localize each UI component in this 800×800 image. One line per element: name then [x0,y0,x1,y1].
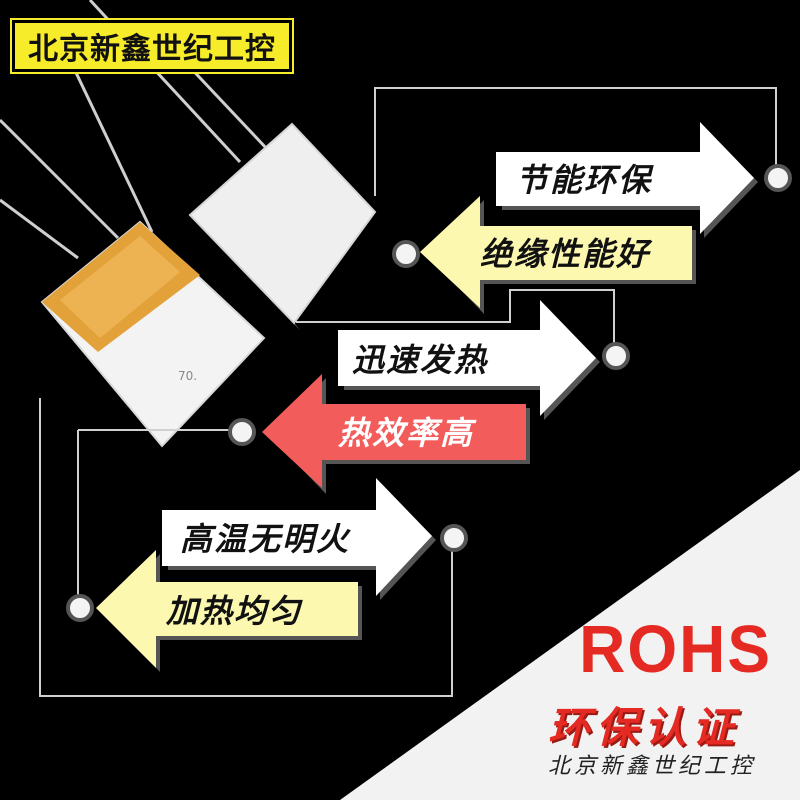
arrow-energy-saving: 节能环保 [496,122,760,238]
feature-fast-heating: 迅速发热 [352,341,489,379]
certification-company: 北京新鑫世纪工控 [548,754,757,779]
certification-label: 环保认证 [548,703,741,752]
connector-dot-even [66,594,94,622]
connector-top [374,87,777,196]
arrow-no-open-flame: 高温无明火 [162,478,436,600]
feature-no-open-flame: 高温无明火 [180,520,351,558]
connector-middle [296,289,615,350]
feature-energy-saving: 节能环保 [516,161,653,199]
arrow-fast-heating: 迅速发热 [338,300,600,420]
arrow-heat-efficiency: 热效率高 [262,374,530,494]
connector-dot-energy [764,164,792,192]
connector-bottom-inner [39,398,453,697]
feature-insulation: 绝缘性能好 [480,235,651,273]
feature-even-heating: 加热均匀 [166,592,303,630]
arrow-insulation: 绝缘性能好 [420,196,696,314]
heater-marking: 70. [178,369,197,383]
connector-dot-flame [440,524,468,552]
feature-heat-efficiency: 热效率高 [338,414,475,452]
arrow-even-heating: 加热均匀 [96,550,362,672]
brand-badge: 北京新鑫世纪工控 [12,20,292,72]
square-ceramic-heater [188,122,377,330]
rohs-mark: ROHS [579,611,772,687]
connector-dot-fast [602,342,630,370]
brand-name: 北京新鑫世纪工控 [28,32,276,67]
connector-dot-insulation [392,240,420,268]
kapton-wrapped-heater: 70. [40,220,266,448]
connector-dot-efficiency [228,418,256,446]
